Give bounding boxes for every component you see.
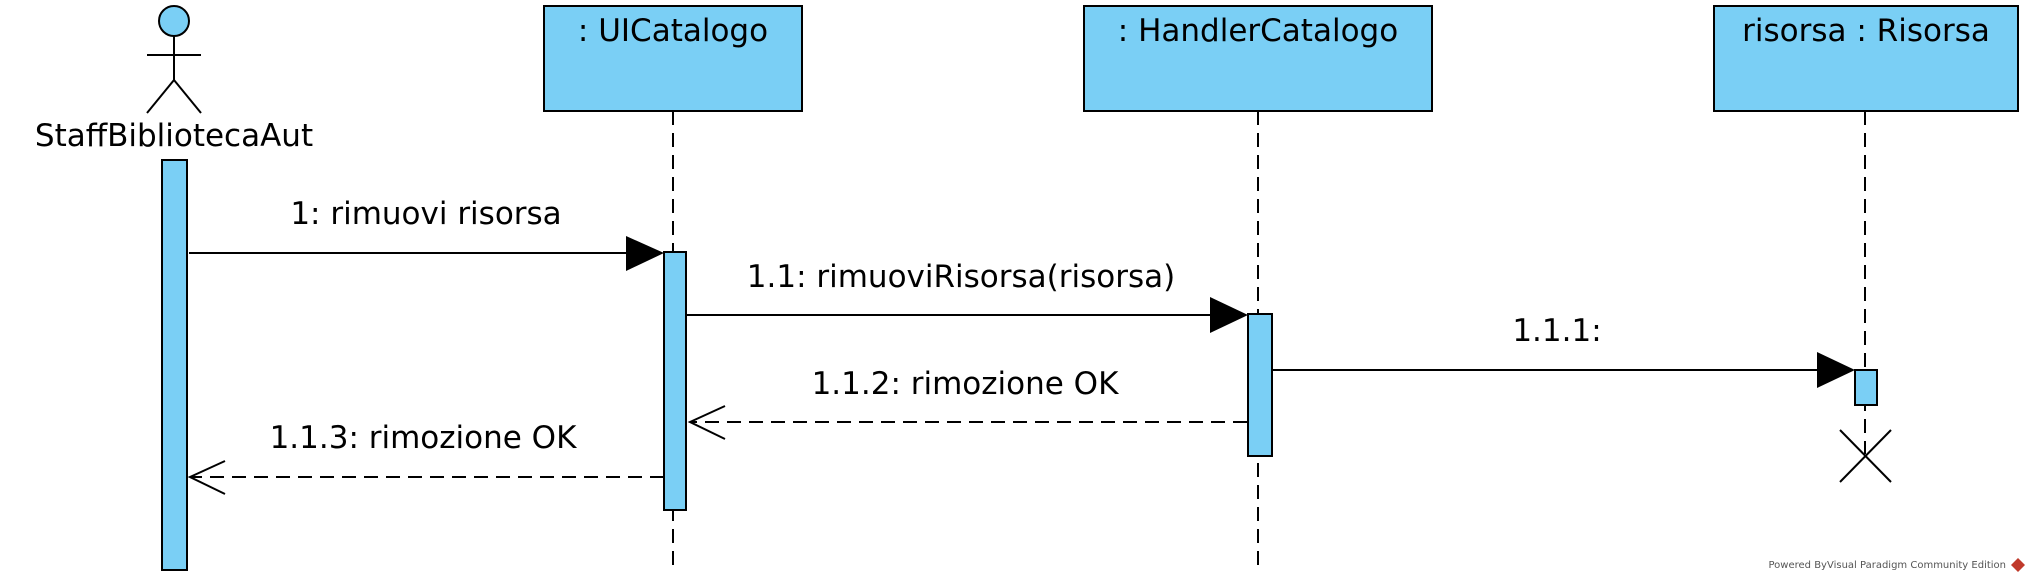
actor-leg-left [146,79,175,114]
lifeline-uicatalogo-label: : UICatalogo [578,13,768,49]
watermark-text: Powered By⁠Visual Paradigm Community Edi… [1769,560,2007,571]
message-1-label: 1: rimuovi risorsa [290,196,561,232]
actor-name: StaffBibliotecaAut [35,118,313,154]
actor-activation-bar [161,159,188,571]
destroy-marker-icon [1839,429,1892,483]
lifeline-uicatalogo: : UICatalogo [543,5,803,566]
lifeline-risorsa: risorsa : Risorsa [1713,5,2019,483]
message-1-1-2-open-arrow-icon [687,405,726,440]
message-1-1-1-arrowhead-icon [1817,352,1855,388]
actor-head [158,5,190,37]
message-1-1-1-label: 1.1.1: [1512,313,1601,349]
watermark: Powered By⁠Visual Paradigm Community Edi… [1769,558,2025,572]
lifeline-handlercatalogo: : HandlerCatalogo [1083,5,1433,566]
message-1-1-label: 1.1: rimuoviRisorsa(risorsa) [747,259,1175,295]
message-1-1-3: 1.1.3: rimozione OK [187,420,664,495]
message-1-arrowhead-icon [626,236,664,271]
message-1-1-1: 1.1.1: [1273,313,1855,388]
message-1-1-2-label: 1.1.2: rimozione OK [812,366,1120,402]
actor-leg-right [173,79,202,114]
message-1-1-3-open-arrow-icon [187,460,226,495]
lifeline-uicatalogo-activation [663,251,687,511]
message-1-1-3-label: 1.1.3: rimozione OK [270,420,578,456]
message-1-1: 1.1: rimuoviRisorsa(risorsa) [687,259,1248,333]
actor-staff: StaffBibliotecaAut [35,5,313,154]
lifeline-handlercatalogo-label: : HandlerCatalogo [1118,13,1398,49]
lifeline-risorsa-activation [1854,369,1878,406]
lifeline-risorsa-label: risorsa : Risorsa [1742,13,1990,49]
lifeline-handlercatalogo-activation [1247,313,1273,457]
message-1: 1: rimuovi risorsa [189,196,664,271]
lifeline-uicatalogo-header [543,5,803,112]
message-1-1-2: 1.1.2: rimozione OK [687,366,1247,440]
visual-paradigm-logo-icon [2011,558,2025,572]
message-1-1-arrowhead-icon [1210,297,1248,333]
